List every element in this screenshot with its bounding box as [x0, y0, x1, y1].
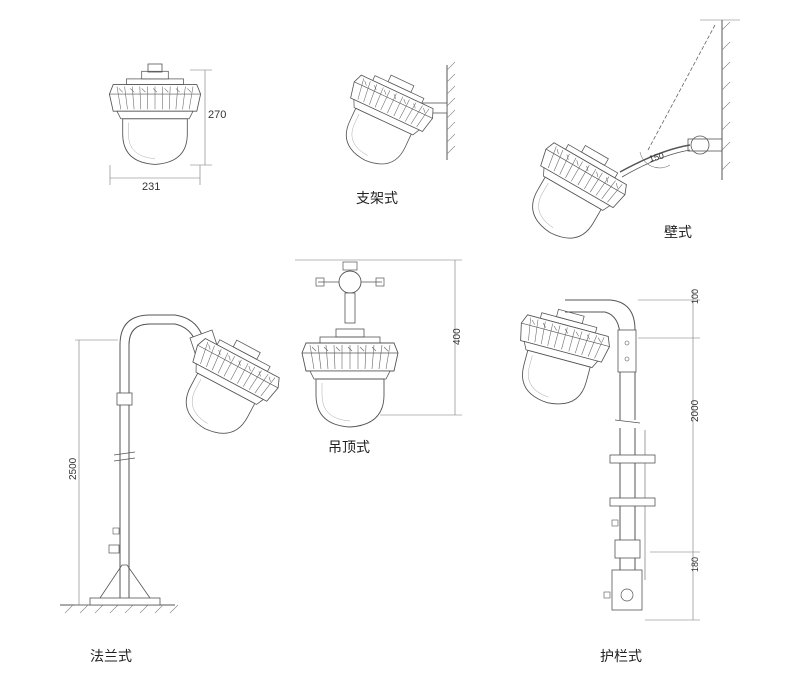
railing-bottom-dimension: 180 — [690, 557, 700, 572]
height-dimension: 270 — [208, 109, 226, 121]
bracket-mount-view — [325, 61, 456, 180]
width-dimension: 231 — [142, 181, 160, 193]
railing-pole-dimension: 2000 — [690, 399, 701, 422]
ceiling-height-dimension: 400 — [452, 328, 463, 345]
ceiling-mount-view: 400 — [295, 259, 463, 428]
wall-mount-view: 150 — [510, 19, 740, 257]
dimension-view: 270 231 — [108, 63, 226, 193]
railing-label: 护栏式 — [600, 649, 642, 665]
ceiling-label: 吊顶式 — [328, 440, 370, 456]
flange-label: 法兰式 — [90, 649, 132, 665]
pole-height-dimension: 2500 — [68, 457, 79, 480]
wall-label: 壁式 — [664, 225, 692, 241]
wall-angle-dimension: 150 — [648, 150, 665, 164]
railing-mount-view: 100 2000 180 — [502, 289, 701, 621]
railing-top-dimension: 100 — [690, 289, 700, 304]
flange-mount-view: 2500 — [60, 314, 290, 614]
bracket-label: 支架式 — [356, 191, 398, 207]
